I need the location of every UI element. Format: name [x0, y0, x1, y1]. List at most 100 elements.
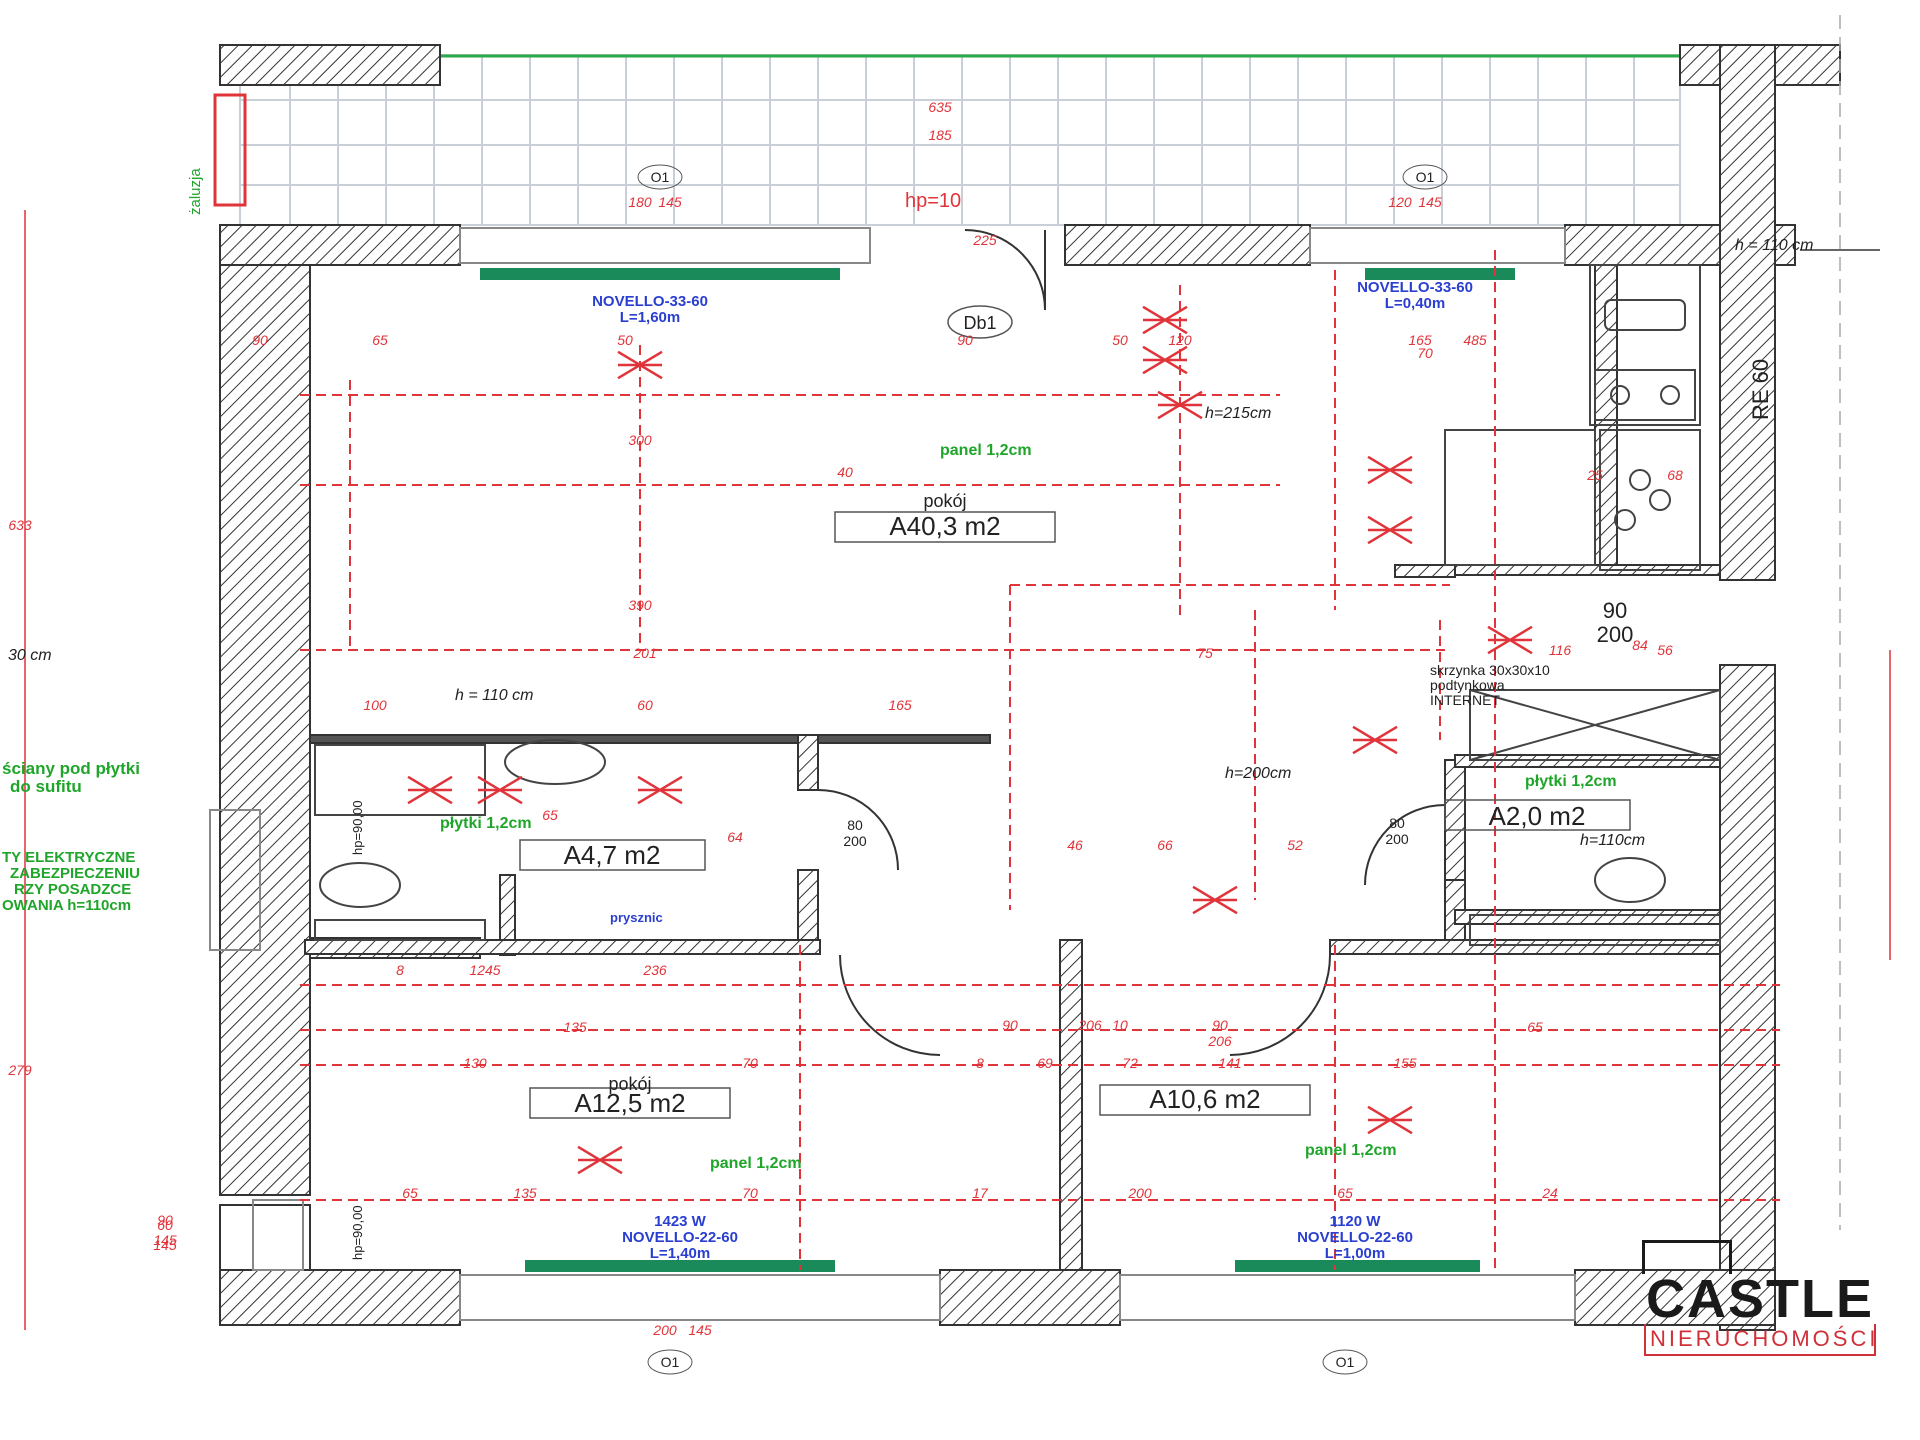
room-name: pokój — [608, 1074, 651, 1094]
dimension-value: 141 — [1218, 1055, 1241, 1071]
height-labels: h=215cm h=200cm h = 110 cm h = 110 cm h=… — [350, 190, 1813, 1260]
dimension-value: 90 — [157, 1212, 173, 1228]
dimension-value: 100 — [363, 697, 387, 713]
dimension-value: 25 — [1586, 467, 1603, 483]
dimension-value: 145 — [688, 1322, 712, 1338]
dimension-value: 84 — [1632, 637, 1648, 653]
light-point-icon — [1352, 725, 1398, 755]
dimension-value: 75 — [1197, 645, 1213, 661]
door-tag: Db1 — [963, 313, 996, 333]
radiator-power: 1120 W — [1330, 1213, 1382, 1230]
dimension-value: 135 — [563, 1019, 587, 1035]
dimension-value: 72 — [1122, 1055, 1138, 1071]
castle-tower-icon — [1642, 1240, 1732, 1274]
radiator-length: L=1,40m — [650, 1245, 710, 1262]
dimension-value: 90 — [957, 332, 973, 348]
walls — [219, 44, 1841, 1331]
radiator-power: 1423 W — [654, 1213, 707, 1230]
dimension-value: 90 — [1212, 1017, 1228, 1033]
dimension-value: 70 — [742, 1055, 758, 1071]
blind-symbol — [213, 93, 247, 207]
dimension-value: 165 — [1408, 332, 1432, 348]
room-area: A40,3 m2 — [889, 511, 1000, 541]
dimension-value: 56 — [1657, 642, 1673, 658]
dimension-value: 40 — [837, 464, 853, 480]
shower-label: prysznic — [610, 910, 663, 925]
room-area: A4,7 m2 — [564, 840, 661, 870]
light-point-icon — [1142, 345, 1188, 375]
light-point-icon — [477, 775, 523, 805]
light-point-icon — [1142, 305, 1188, 335]
note-left: OWANIA h=110cm — [2, 897, 131, 914]
installation-lines — [300, 250, 1780, 1270]
room-area-labels: pokój A40,3 m2 A4,7 m2 A2,0 m2 pokój A12… — [519, 491, 1631, 1119]
note-left: 30 cm — [8, 647, 52, 664]
dimension-value: 145 — [153, 1237, 177, 1253]
finish-labels: panel 1,2cm panel 1,2cm panel 1,2cm płyt… — [440, 442, 1617, 1172]
light-point-icon — [1487, 625, 1533, 655]
dimension-value: 145 — [658, 194, 682, 210]
door-size: 80 — [1389, 815, 1405, 831]
finish-label: panel 1,2cm — [1305, 1142, 1397, 1159]
dimension-value: 50 — [1112, 332, 1128, 348]
dimension-value: 65 — [402, 1185, 418, 1201]
box-label: INTERNET — [1430, 692, 1500, 708]
dimension-value: 120 — [1388, 194, 1412, 210]
height-label: hp=10 — [905, 190, 961, 212]
note-left: do sufitu — [10, 777, 82, 796]
doors — [817, 229, 1446, 1056]
box-label: skrzynka 30x30x10 — [1430, 662, 1550, 678]
dimension-value: 64 — [727, 829, 743, 845]
light-points — [407, 305, 1533, 1175]
dimension-value: 8 — [976, 1055, 984, 1071]
radiator-name: NOVELLO-33-60 — [592, 293, 708, 310]
dimension-value: 155 — [1393, 1055, 1417, 1071]
door-size: 200 — [843, 833, 867, 849]
radiator-name: NOVELLO-33-60 — [1357, 279, 1473, 296]
dimension-value: 225 — [972, 232, 997, 248]
dimension-value: 50 — [617, 332, 633, 348]
height-label: h=215cm — [1205, 405, 1271, 422]
dimension-value: 17 — [972, 1185, 989, 1201]
radiator-length: L=1,00m — [1325, 1245, 1385, 1262]
dimension-lines — [24, 15, 1891, 1330]
dimension-value: 130 — [463, 1055, 487, 1071]
dimension-value: 1245 — [469, 962, 500, 978]
dimension-value: 65 — [372, 332, 388, 348]
dimension-value: 65 — [1527, 1019, 1543, 1035]
light-point-icon — [1367, 515, 1413, 545]
dimension-value: 635 — [928, 99, 952, 115]
box-label: podtynkowa — [1430, 677, 1505, 693]
dimension-value: 236 — [642, 962, 667, 978]
room-name: pokój — [923, 491, 966, 511]
door-size: 80 — [847, 817, 863, 833]
dimension-value: 390 — [628, 597, 652, 613]
blind-label: żaluzja — [187, 168, 204, 215]
dimension-value: 70 — [742, 1185, 758, 1201]
dimension-value: 279 — [7, 1062, 32, 1078]
window-tag: O1 — [1336, 1354, 1355, 1370]
dimension-value: 10 — [1112, 1017, 1128, 1033]
dimension-value: 135 — [513, 1185, 537, 1201]
fire-rating: RE 60 — [1748, 359, 1773, 420]
castle-logo: CASTLE NIERUCHOMOŚCI — [1640, 1240, 1886, 1360]
room-area: A12,5 m2 — [574, 1088, 685, 1118]
dimension-value: 69 — [1037, 1055, 1053, 1071]
window-tag: O1 — [1416, 169, 1435, 185]
height-label: hp=90,00 — [350, 1205, 365, 1260]
dimension-value: 70 — [1417, 345, 1433, 361]
dimension-value: 633 — [8, 517, 32, 533]
dimension-value: 200 — [652, 1322, 677, 1338]
radiator-labels: NOVELLO-33-60 L=1,60m NOVELLO-33-60 L=0,… — [592, 279, 1473, 1262]
dimension-value: 200 — [1127, 1185, 1152, 1201]
window-tag: O1 — [651, 169, 670, 185]
light-point-icon — [1157, 390, 1203, 420]
dimension-value: 116 — [1549, 642, 1572, 658]
balcony-grid — [239, 54, 1681, 226]
finish-label: płytki 1,2cm — [1525, 773, 1617, 790]
radiator-length: L=1,60m — [620, 309, 680, 326]
light-point-icon — [1367, 455, 1413, 485]
windows — [209, 227, 1576, 1321]
dimension-value: 145 — [153, 1232, 177, 1248]
